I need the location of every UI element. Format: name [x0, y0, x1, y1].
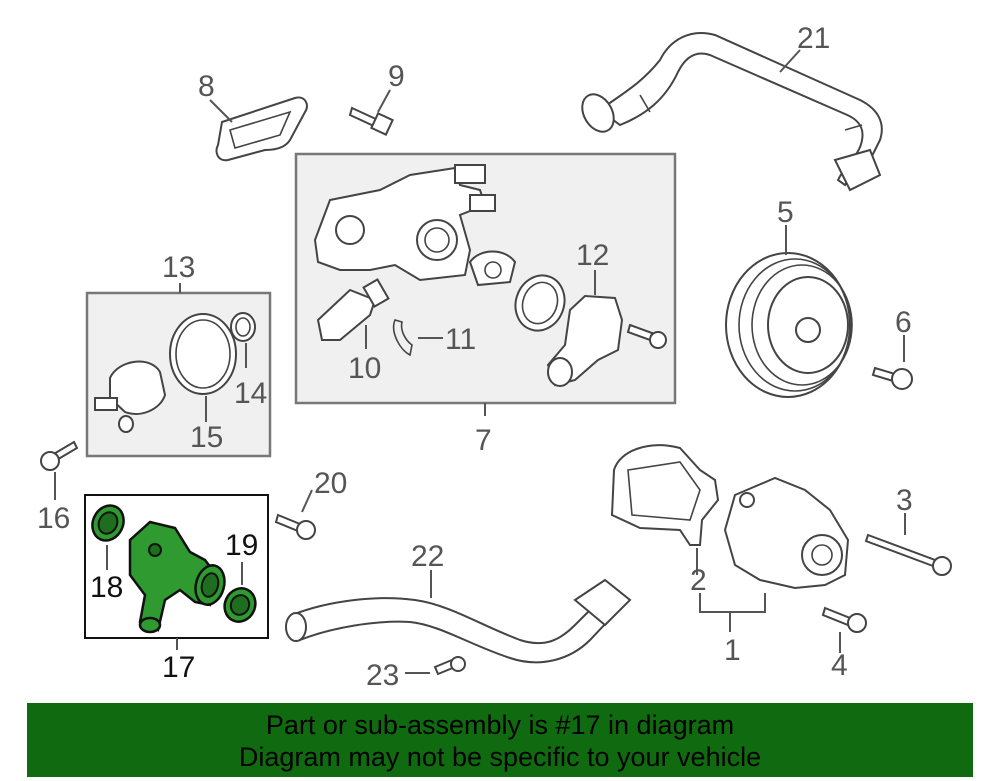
callout-8: 8: [198, 70, 215, 103]
callout-1: 1: [724, 634, 741, 667]
callout-17: 17: [162, 651, 195, 684]
callout-21: 21: [797, 22, 830, 55]
callout-9: 9: [388, 60, 405, 93]
part-20-bolt[interactable]: [274, 513, 316, 540]
part-18-o-ring-highlighted[interactable]: [87, 500, 129, 545]
callout-10: 10: [348, 352, 381, 385]
part-housing-o-ring[interactable]: [508, 268, 572, 337]
part-21-upper-hose[interactable]: [576, 32, 883, 192]
part-8-cover-gasket[interactable]: [215, 96, 308, 162]
part-6-bolt[interactable]: [871, 366, 913, 390]
part-15-seal-ring[interactable]: [169, 313, 237, 395]
part-13-thermostat[interactable]: [94, 360, 167, 433]
callout-6: 6: [895, 306, 912, 339]
part-22-lower-hose[interactable]: [285, 578, 632, 664]
callout-7: 7: [475, 424, 492, 457]
highlight-notice-banner: Part or sub-assembly is #17 in diagram D…: [27, 703, 973, 777]
callout-22: 22: [411, 540, 444, 573]
callout-14: 14: [234, 377, 267, 410]
callout-15: 15: [190, 421, 223, 454]
callout-12: 12: [576, 239, 609, 272]
part-2-pump-gasket[interactable]: [610, 444, 720, 546]
part-1-water-pump[interactable]: [723, 476, 850, 590]
part-14-o-ring[interactable]: [230, 312, 256, 342]
part-17-coolant-outlet-highlighted[interactable]: [128, 520, 229, 634]
part-16-bolt[interactable]: [40, 440, 79, 471]
callout-19: 19: [225, 529, 258, 562]
callout-16: 16: [37, 502, 70, 535]
part-19-o-ring-highlighted[interactable]: [219, 583, 261, 626]
callout-18: 18: [90, 571, 123, 604]
part-3-long-bolt[interactable]: [864, 533, 952, 576]
callout-5: 5: [777, 196, 794, 229]
callout-4: 4: [831, 649, 848, 682]
callout-2: 2: [690, 564, 707, 597]
part-5-pulley[interactable]: [725, 252, 853, 398]
callout-20: 20: [314, 467, 347, 500]
banner-line-disclaimer: Diagram may not be specific to your vehi…: [238, 742, 762, 772]
part-10-sensor[interactable]: [316, 278, 390, 341]
callout-23: 23: [366, 659, 399, 692]
part-23-bolt[interactable]: [433, 656, 466, 676]
callout-13: 13: [162, 251, 195, 284]
part-housing-bolt[interactable]: [626, 323, 667, 349]
part-7-thermostat-housing[interactable]: [313, 164, 496, 282]
part-9-bolt[interactable]: [348, 106, 394, 136]
part-12-outlet[interactable]: [546, 294, 624, 387]
banner-line-part-number: Part or sub-assembly is #17 in diagram: [265, 710, 735, 740]
part-11-clip[interactable]: [392, 319, 413, 357]
part-4-bolt[interactable]: [821, 606, 867, 633]
callout-11: 11: [445, 323, 476, 356]
part-thermostat-valve[interactable]: [468, 250, 517, 287]
callout-3: 3: [896, 484, 913, 517]
